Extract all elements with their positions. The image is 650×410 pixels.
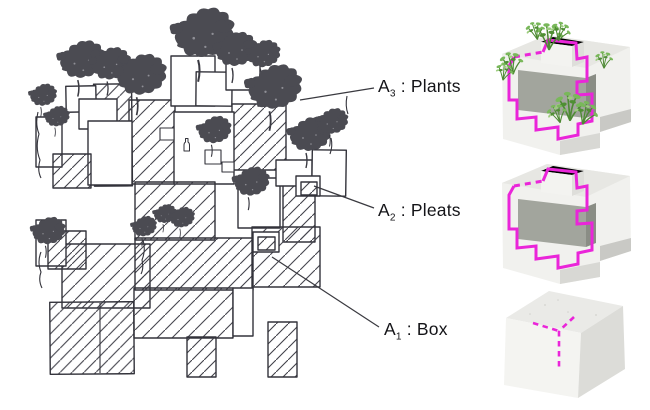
label-separator: : — [401, 319, 417, 339]
label-base: A — [378, 200, 390, 220]
vine-doodle — [140, 239, 145, 275]
leader-line-a2 — [313, 185, 375, 209]
label-a3-plants: A3 : Plants — [378, 76, 461, 100]
leader-line-a3 — [299, 87, 375, 101]
vine-doodle — [38, 251, 43, 289]
hidden-edge-dashes — [532, 316, 575, 367]
label-subscript: 2 — [389, 212, 396, 224]
leader-line-a1 — [271, 256, 380, 328]
model-photo-plants — [493, 19, 631, 155]
bottle-doodle — [183, 138, 190, 152]
leader-lines — [271, 87, 380, 328]
label-subscript: 3 — [389, 88, 396, 100]
label-term: Plants — [410, 76, 461, 96]
vine-doodle — [329, 137, 333, 155]
label-base: A — [378, 76, 390, 96]
label-a1-box: A1 : Box — [384, 319, 448, 343]
label-a2-pleats: A2 : Pleats — [378, 200, 461, 224]
label-base: A — [384, 319, 396, 339]
label-term: Pleats — [410, 200, 461, 220]
vine-doodle — [36, 111, 42, 179]
vine-doodle — [345, 95, 349, 115]
foam-speckles — [529, 299, 597, 316]
label-term: Box — [416, 319, 448, 339]
model-photo-box — [504, 291, 625, 398]
label-subscript: 1 — [395, 331, 402, 343]
model-photo-pleats — [502, 164, 631, 284]
label-separator: : — [395, 76, 411, 96]
label-separator: : — [395, 200, 411, 220]
